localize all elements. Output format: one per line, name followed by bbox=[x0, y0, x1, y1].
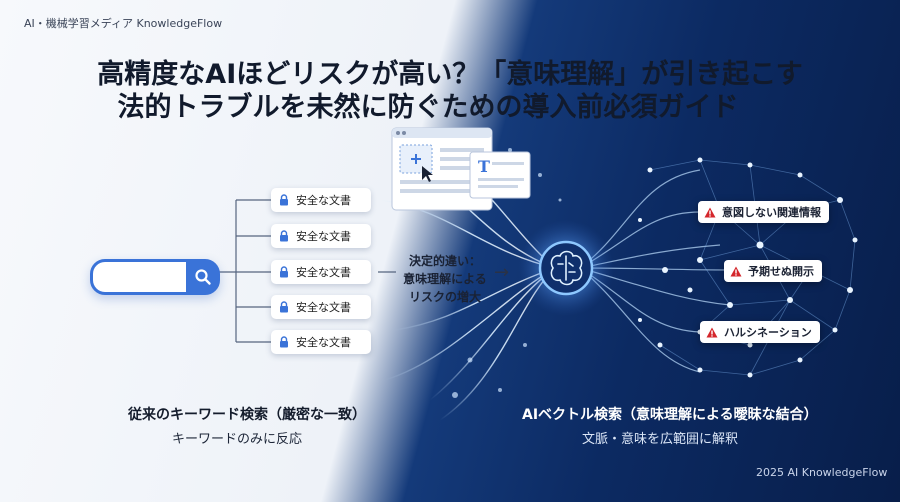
risk-alert: 意図しない関連情報 bbox=[698, 201, 829, 223]
text-card-illustration: T bbox=[469, 151, 531, 199]
risk-alert: ハルシネーション bbox=[700, 321, 820, 343]
browser-window-illustration bbox=[391, 127, 493, 211]
brain-icon bbox=[550, 250, 583, 286]
document-label: 安全な文書 bbox=[296, 194, 351, 207]
search-icon bbox=[195, 269, 211, 285]
warning-icon bbox=[706, 327, 718, 338]
keyword-search-caption-title: 従来のキーワード検索（厳密な一致） bbox=[128, 407, 366, 423]
copyright: 2025 AI KnowledgeFlow bbox=[756, 466, 888, 479]
warning-icon bbox=[704, 207, 716, 218]
brand-label: AI・機械学習メディア KnowledgeFlow bbox=[24, 17, 223, 30]
text-icon: T bbox=[478, 157, 490, 176]
page-title-line2: 法的トラブルを未然に防ぐための導入前必須ガイド bbox=[117, 92, 739, 123]
cursor-icon bbox=[422, 166, 433, 182]
document-item: 安全な文書 bbox=[271, 224, 371, 248]
risk-alert-label: 予期せぬ開示 bbox=[748, 265, 814, 278]
document-item: 安全な文書 bbox=[271, 260, 371, 284]
document-label: 安全な文書 bbox=[296, 301, 351, 314]
document-label: 安全な文書 bbox=[296, 266, 351, 279]
risk-alert-label: 意図しない関連情報 bbox=[722, 206, 821, 219]
search-button bbox=[186, 259, 220, 295]
scatter-dots bbox=[452, 148, 562, 398]
lock-icon bbox=[279, 230, 289, 242]
document-label: 安全な文書 bbox=[296, 230, 351, 243]
lock-icon bbox=[279, 266, 289, 278]
key-difference-line3: リスクの増大 bbox=[408, 290, 481, 304]
keyword-search-caption-sub: キーワードのみに反応 bbox=[172, 432, 303, 447]
document-item: 安全な文書 bbox=[271, 295, 371, 319]
arrow-right-icon: → bbox=[494, 262, 510, 283]
risk-alert: 予期せぬ開示 bbox=[724, 260, 822, 282]
document-label: 安全な文書 bbox=[296, 336, 351, 349]
warning-icon bbox=[730, 266, 742, 277]
lock-icon bbox=[279, 301, 289, 313]
lock-icon bbox=[279, 194, 289, 206]
document-item: 安全な文書 bbox=[271, 188, 371, 212]
keyword-tree-connectors bbox=[214, 199, 396, 343]
lock-icon bbox=[279, 336, 289, 348]
key-difference-label: 決定的違い： 意味理解による リスクの増大 bbox=[400, 252, 490, 306]
key-difference-line2: 意味理解による bbox=[403, 272, 487, 286]
vector-search-caption-sub: 文脈・意味を広範囲に解釈 bbox=[582, 432, 739, 447]
risk-alert-label: ハルシネーション bbox=[724, 326, 812, 339]
vector-search-caption-title: AIベクトル検索（意味理解による曖昧な結合） bbox=[522, 407, 818, 423]
page-title-line1: 高精度なAIほどリスクが高い？「意味理解」が引き起こす bbox=[97, 59, 803, 90]
document-item: 安全な文書 bbox=[271, 330, 371, 354]
keyword-search-box bbox=[90, 259, 220, 295]
key-difference-line1: 決定的違い： bbox=[408, 254, 481, 268]
